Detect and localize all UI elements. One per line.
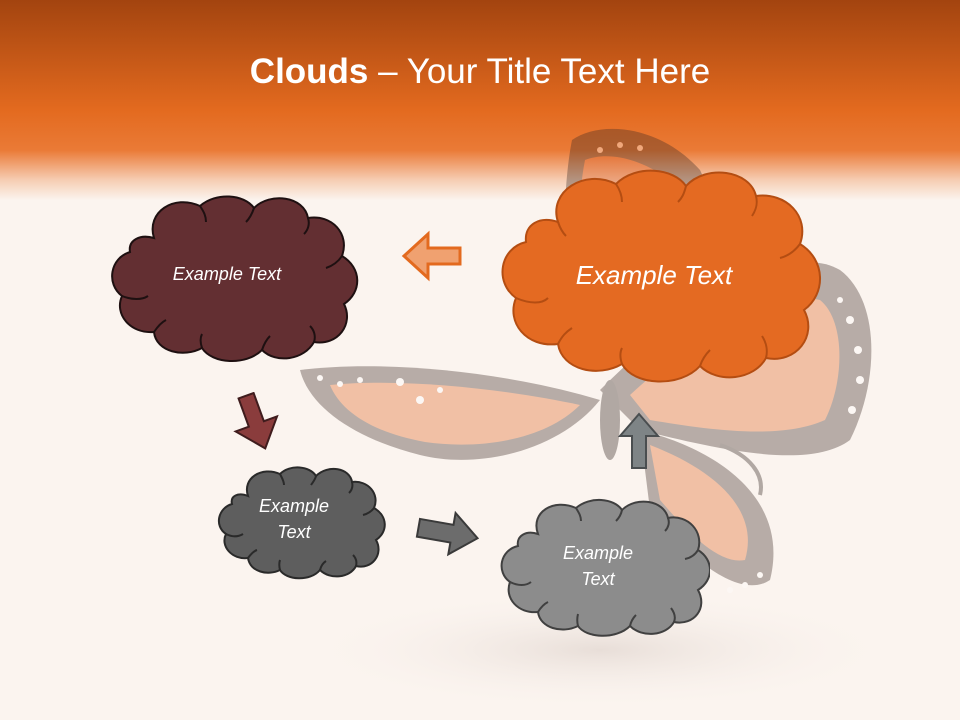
up-arrow-icon [617,412,661,469]
dark-gray-cloud [217,466,386,580]
maroon-cloud [111,195,359,363]
orange-cloud-label: Example Text [575,260,733,291]
title-rest: Your Title Text Here [406,52,711,91]
dark-gray-cloud-line1: Example [258,495,330,516]
title-bold: Clouds [249,52,369,91]
light-gray-cloud-label: Example Text [520,536,676,596]
light-gray-cloud [500,499,710,637]
light-gray-cloud-line1: Example [562,542,634,563]
maroon-cloud-label: Example Text [172,263,282,284]
slide-title: Clouds – Your Title Text Here [0,52,960,92]
left-arrow-icon [401,230,462,282]
right-arrow-icon [415,510,480,557]
light-gray-cloud-line2: Text [581,569,615,589]
dark-gray-cloud-line2: Text [277,522,311,542]
down-arrow-icon [233,392,279,450]
title-dash: – [368,52,407,91]
dark-gray-cloud-label: Example Text [232,490,356,548]
orange-cloud [501,169,821,383]
